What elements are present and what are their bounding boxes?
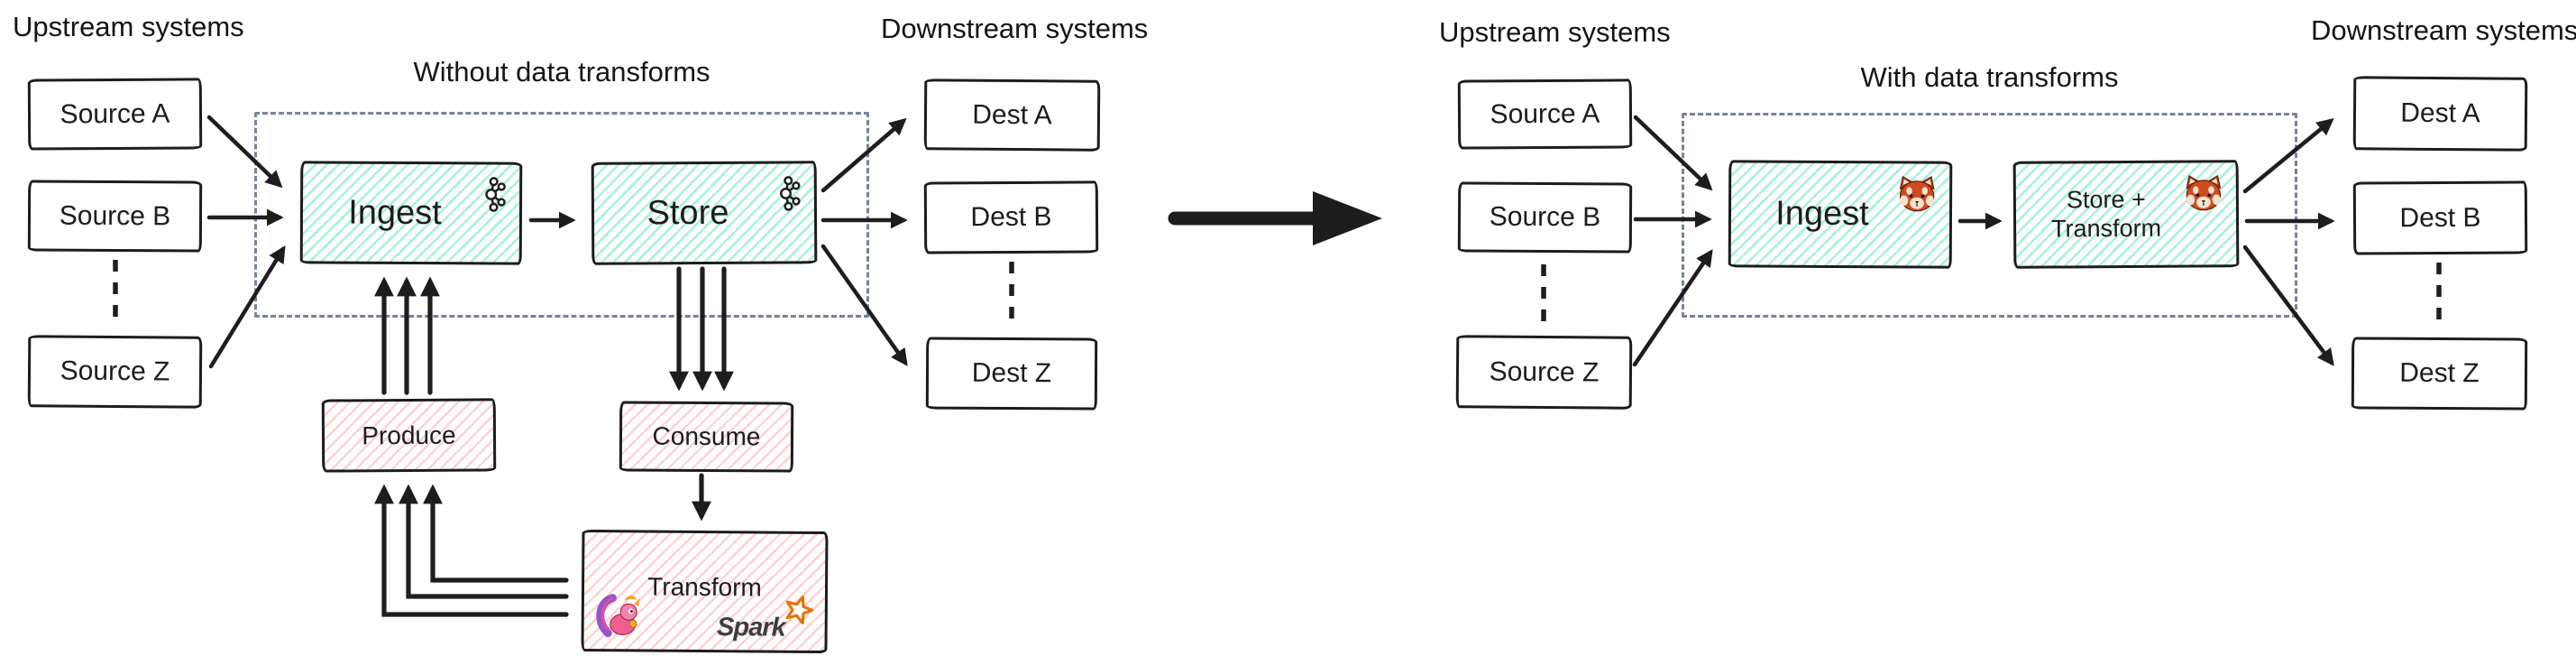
big-transition-arrow [1168,191,1382,245]
spark-star-icon [776,589,819,634]
consume-node: Consume [619,401,794,473]
redpanda-icon [2183,173,2224,216]
consume-label: Consume [652,421,761,451]
redpanda-icon [1896,174,1938,217]
right-source-b-label: Source B [1489,201,1601,233]
right-upstream-label: Upstream systems [1439,16,1671,48]
right-source-a-label: Source A [1490,98,1600,129]
left-ingest-node: Ingest [299,161,523,265]
spark-logo: Spark [716,596,814,647]
transform-node: Transform Spark [581,529,829,654]
left-dest-z-label: Dest Z [971,357,1052,389]
right-dest-a-node: Dest A [2352,76,2528,152]
left-dest-b-label: Dest B [970,201,1052,233]
left-source-z-label: Source Z [60,356,170,387]
right-dest-b-label: Dest B [2399,202,2481,233]
right-ingest-node: Ingest [1728,160,1953,269]
arrow-transform-produce-2 [399,484,569,599]
right-downstream-label: Downstream systems [2311,14,2576,46]
right-dest-z-label: Dest Z [2399,357,2480,389]
left-source-z-node: Source Z [27,335,203,409]
produce-label: Produce [362,420,456,449]
left-store-node: Store [591,161,818,265]
right-source-a-node: Source A [1457,79,1633,150]
kafka-icon [481,176,507,217]
left-title: Without data transforms [413,56,710,88]
left-dest-z-node: Dest Z [925,337,1098,411]
arrow-transform-produce-1 [423,484,569,583]
right-title: With data transforms [1860,61,2119,93]
left-ingest-label: Ingest [348,193,442,232]
spark-wordmark: Spark [716,613,785,642]
right-store-line1: Store + [2066,185,2146,214]
right-store-transform-node: Store + Transform [2012,160,2240,269]
right-dest-z-node: Dest Z [2351,337,2528,411]
flink-squirrel-icon [593,592,644,643]
right-source-b-node: Source B [1457,181,1633,254]
left-store-label: Store [646,193,729,232]
left-downstream-label: Downstream systems [881,13,1149,44]
left-dest-a-label: Dest A [972,99,1052,130]
left-source-b-node: Source B [27,180,203,253]
left-dest-b-node: Dest B [923,180,1099,254]
right-store-transform-label: Store + Transform [2051,185,2201,244]
left-source-b-label: Source B [59,200,171,231]
kafka-icon [775,175,802,216]
right-source-z-node: Source Z [1455,335,1633,410]
right-source-z-label: Source Z [1489,356,1600,387]
right-ingest-label: Ingest [1775,194,1869,234]
arrow-transform-produce-3 [374,484,569,617]
right-dest-a-label: Dest A [2400,97,2480,129]
produce-node: Produce [321,398,497,473]
right-broker-boundary [1682,113,2297,318]
left-source-a-node: Source A [27,78,203,151]
left-dest-a-node: Dest A [923,79,1101,152]
right-store-line2: Transform [2050,214,2162,243]
left-upstream-label: Upstream systems [13,11,244,42]
left-broker-boundary [254,112,869,318]
right-dest-b-node: Dest B [2352,180,2528,255]
left-source-a-label: Source A [60,98,170,129]
